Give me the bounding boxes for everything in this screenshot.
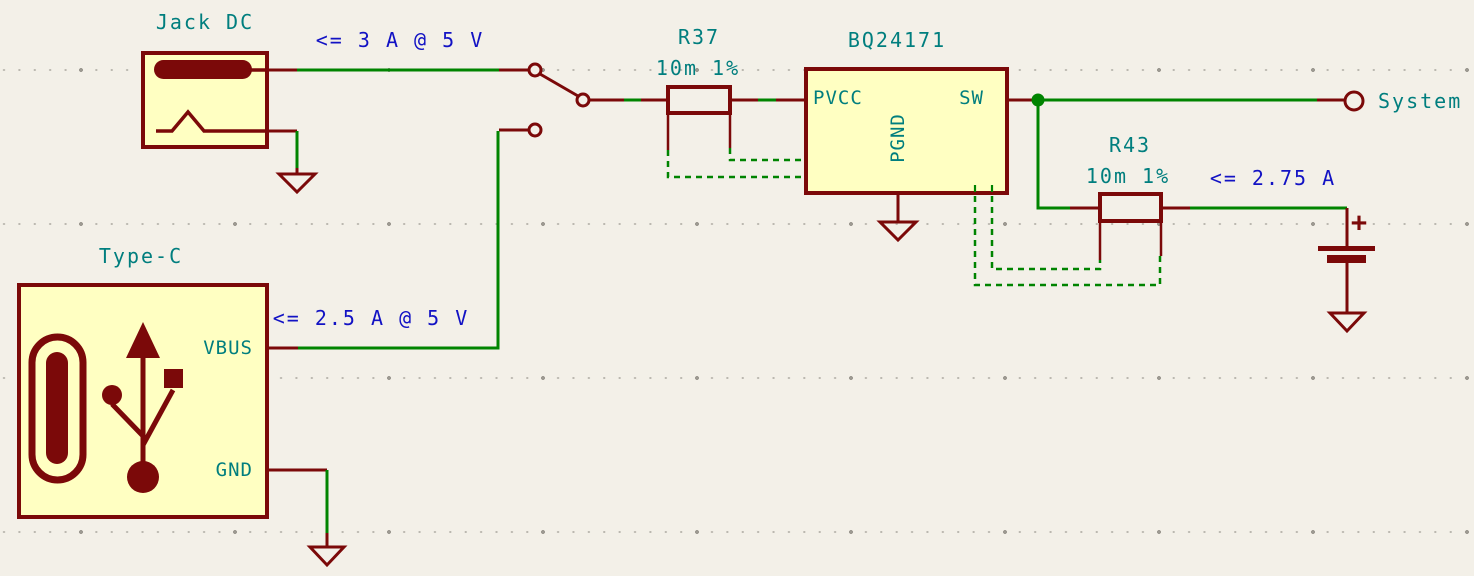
system-port-symbol[interactable]: [1343, 90, 1365, 112]
kelvin-sense-r43[interactable]: [973, 196, 1162, 287]
jack-dc-label[interactable]: Jack DC: [155, 10, 255, 34]
kelvin-sense-r37[interactable]: [666, 148, 813, 183]
ground-symbol-battery[interactable]: [1326, 311, 1368, 334]
resistor-r37-symbol[interactable]: [666, 85, 758, 150]
system-port-label[interactable]: System: [1378, 89, 1463, 113]
bq24171-reference[interactable]: BQ24171: [847, 28, 947, 52]
battery-plus-sign: +: [1350, 207, 1370, 238]
ground-icon: [306, 545, 348, 568]
sleeve-contact-icon: [156, 109, 267, 133]
r37-reference[interactable]: R37: [677, 25, 721, 49]
typec-symbol[interactable]: [17, 283, 327, 519]
battery-symbol[interactable]: [1318, 246, 1375, 313]
typec-current-annotation[interactable]: <= 2.5 A @ 5 V: [272, 306, 470, 330]
pin-name-sw: SW: [959, 87, 984, 109]
wire-sw-to-battery[interactable]: [1036, 100, 1349, 246]
ground-symbol-jack[interactable]: [275, 131, 319, 195]
pin-name-pgnd: PGND: [887, 113, 909, 163]
barrel-pin-icon: [154, 60, 252, 79]
wire-sw-to-system[interactable]: [1031, 93, 1346, 107]
r43-value[interactable]: 10m 1%: [1085, 164, 1171, 188]
spdt-switch-symbol[interactable]: [499, 62, 624, 138]
ground-icon: [1326, 311, 1368, 334]
pin-name-pvcc: PVCC: [813, 87, 863, 109]
switch-lever-icon: [539, 72, 579, 98]
battery-plate-long: [1318, 246, 1375, 251]
usb-trident-icon: [102, 322, 183, 493]
ground-symbol-pgnd[interactable]: [876, 220, 920, 243]
jack-dc-symbol[interactable]: [141, 51, 297, 149]
r43-reference[interactable]: R43: [1108, 133, 1152, 157]
battery-current-annotation[interactable]: <= 2.75 A: [1209, 166, 1337, 190]
wire-vbus-to-switch[interactable]: [298, 131, 500, 350]
bq24171-symbol[interactable]: [804, 67, 1032, 222]
usb-c-receptacle-icon: [28, 333, 87, 484]
jack-current-annotation[interactable]: <= 3 A @ 5 V: [315, 28, 485, 52]
ground-symbol-typec[interactable]: [306, 470, 348, 568]
ground-icon: [275, 172, 319, 195]
typec-label[interactable]: Type-C: [98, 244, 184, 268]
r37-value[interactable]: 10m 1%: [655, 56, 741, 80]
pin-name-vbus: VBUS: [203, 337, 253, 359]
battery-plate-short: [1327, 255, 1366, 263]
resistor-r43-symbol[interactable]: [1098, 192, 1163, 260]
ground-icon: [876, 220, 920, 243]
pin-name-gnd: GND: [215, 459, 253, 481]
